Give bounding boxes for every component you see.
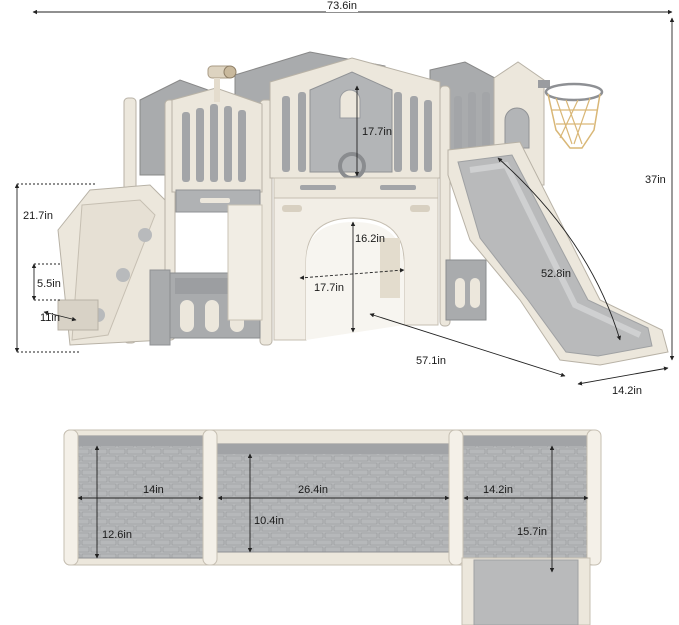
overall-width-label: 73.6in xyxy=(326,0,358,12)
bridge-length-label: 26.4in xyxy=(298,484,328,496)
right-platform-depth-label: 15.7in xyxy=(517,526,547,538)
bridge-width-label: 10.4in xyxy=(254,515,284,527)
right-platform-width-label: 14.2in xyxy=(483,484,513,496)
left-tower-fence xyxy=(171,87,263,213)
dimension-lines-bottom xyxy=(77,445,589,573)
overall-height-label: 37in xyxy=(644,174,667,186)
climber-height-label: 21.7in xyxy=(22,210,54,222)
window-height-label: 17.7in xyxy=(362,126,392,138)
slide-length-label: 52.8in xyxy=(541,268,571,280)
arch-tunnel xyxy=(273,197,439,341)
right-platform xyxy=(460,435,592,559)
depth-label: 14.2in xyxy=(611,385,643,397)
left-platform xyxy=(75,435,205,559)
arch-height-label: 16.2in xyxy=(355,233,385,245)
left-platform-width-label: 14in xyxy=(143,484,164,496)
length-label: 57.1in xyxy=(415,355,447,367)
playset-top-view xyxy=(63,429,602,625)
slide xyxy=(447,141,669,366)
climber-ramp xyxy=(57,184,171,346)
dimension-lines-top xyxy=(14,9,675,386)
basketball-hoop-icon xyxy=(538,80,604,149)
playset-3d-view xyxy=(57,51,669,366)
center-house xyxy=(269,57,441,199)
arch-width-label: 17.7in xyxy=(314,282,344,294)
left-platform-depth-label: 12.6in xyxy=(102,529,132,541)
step-depth-label: 11in xyxy=(40,312,60,324)
step-height-label: 5.5in xyxy=(36,278,62,290)
left-leg-panel xyxy=(227,204,263,321)
telescope-icon xyxy=(207,65,237,102)
